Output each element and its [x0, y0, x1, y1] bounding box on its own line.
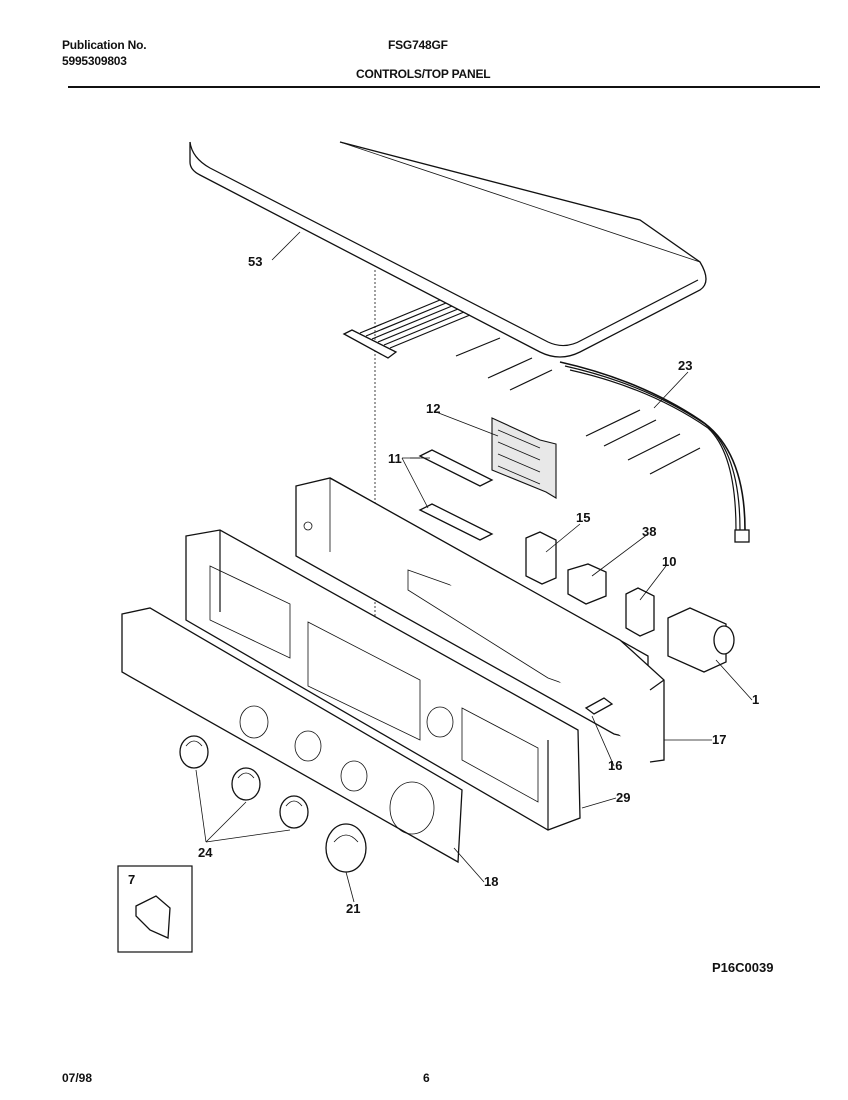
- callout-11: 11: [388, 451, 402, 466]
- callout-1: 1: [752, 692, 759, 707]
- diagram-code: P16C0039: [712, 960, 774, 975]
- callout-24: 24: [198, 845, 213, 860]
- callout-23: 23: [678, 358, 692, 373]
- wire-harness-connector: [342, 299, 471, 359]
- publication-label: Publication No.: [62, 38, 147, 52]
- callout-38: 38: [642, 524, 656, 539]
- control-board-part: [491, 417, 557, 499]
- wire-harness-part: [455, 337, 750, 543]
- timer-knob-part: [325, 823, 367, 873]
- leader-lines: [195, 231, 753, 903]
- callout-15: 15: [576, 510, 590, 525]
- callout-18: 18: [484, 874, 498, 889]
- callout-7: 7: [128, 872, 135, 887]
- footer-date: 07/98: [62, 1071, 93, 1085]
- callout-29: 29: [616, 790, 630, 805]
- callout-17: 17: [712, 732, 726, 747]
- switch-bracket-part: [567, 563, 607, 605]
- console-housing-part: [329, 477, 665, 763]
- callout-21: 21: [346, 901, 360, 916]
- shaft-part: [584, 697, 614, 715]
- rocker-switch-part: [525, 531, 557, 585]
- section-title: CONTROLS/TOP PANEL: [356, 67, 491, 81]
- console-front-part: [185, 529, 581, 831]
- publication-number: 5995309803: [62, 54, 127, 68]
- selector-switch-part: [625, 587, 655, 637]
- callout-10: 10: [662, 554, 676, 569]
- mounting-bracket-part: [410, 449, 494, 541]
- callout-53: 53: [248, 254, 262, 269]
- callout-12: 12: [426, 401, 440, 416]
- header-rule: [68, 86, 820, 88]
- page-number: 6: [423, 1071, 430, 1085]
- callout-16: 16: [608, 758, 622, 773]
- model-number: FSG748GF: [388, 38, 448, 52]
- timer-part: [667, 607, 735, 673]
- selector-knob-part: [179, 735, 309, 829]
- inset-detail-box: [117, 865, 193, 953]
- control-overlay-part: [121, 607, 463, 864]
